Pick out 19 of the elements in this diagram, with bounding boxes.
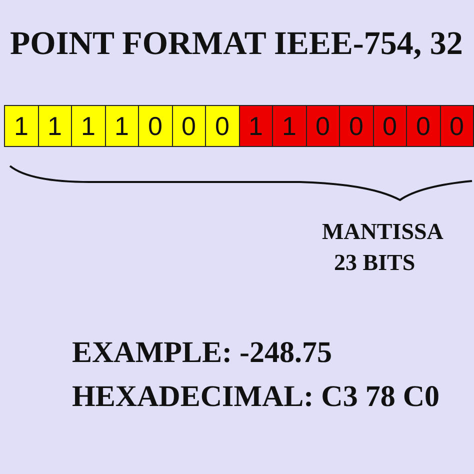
bit-cell: 0 bbox=[406, 105, 440, 147]
bit-cell: 1 bbox=[71, 105, 106, 147]
bit-cell: 0 bbox=[339, 105, 374, 147]
bit-cell: 0 bbox=[205, 105, 240, 147]
bit-cell: 0 bbox=[138, 105, 172, 147]
bit-cell: 1 bbox=[38, 105, 72, 147]
bit-cell: 1 bbox=[272, 105, 306, 147]
bit-cell: 1 bbox=[238, 105, 273, 147]
field-name: MANTISSA bbox=[322, 219, 444, 244]
bit-cell: 0 bbox=[172, 105, 206, 147]
example-value: EXAMPLE: -248.75 bbox=[72, 336, 332, 369]
bit-cell: 0 bbox=[306, 105, 340, 147]
bit-cell: 0 bbox=[372, 105, 407, 147]
bit-count: 23 BITS bbox=[334, 250, 416, 276]
bit-cell: 1 bbox=[4, 105, 38, 147]
hexadecimal-value: HEXADECIMAL: C3 78 C0 bbox=[72, 380, 440, 413]
bit-cell: 0 bbox=[440, 105, 474, 147]
title: POINT FORMAT IEEE-754, 32 bbox=[10, 26, 463, 62]
bit-cell: 1 bbox=[104, 105, 139, 147]
